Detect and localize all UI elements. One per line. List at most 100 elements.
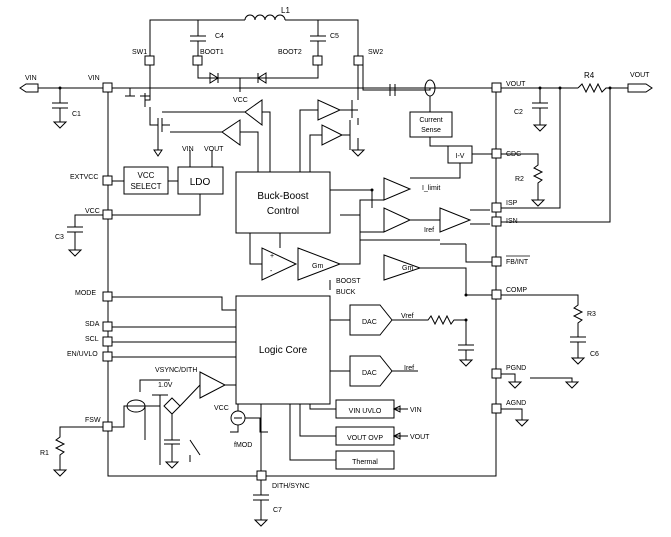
pin-cdc (491, 148, 502, 159)
r3-label: R3 (587, 311, 596, 318)
i-limit-amp (383, 177, 412, 201)
vout-output-arrow (627, 83, 653, 93)
capacitor-c5 (310, 20, 326, 60)
pin-mode (102, 291, 113, 302)
pin-vcc (102, 209, 113, 220)
vin-uvlo-in-label: VIN (410, 407, 422, 414)
one-v-label: 1.0V (158, 382, 173, 389)
gate-driver-3 (317, 99, 342, 121)
r2-label: R2 (515, 176, 524, 183)
pin-boot2 (312, 55, 323, 66)
gm-amp-1 (297, 247, 342, 281)
gm-label-1: Gm (312, 263, 323, 270)
vsync-dith-label: VSYNC/DITH (155, 367, 197, 374)
r1-label: R1 (40, 450, 49, 457)
pin-isp (491, 202, 502, 213)
pin-boot1-label: BOOT1 (200, 49, 224, 56)
buck-boost-control-block (235, 171, 331, 234)
l1-label: L1 (281, 6, 290, 15)
pin-agnd (491, 403, 502, 414)
pin-isn (491, 216, 502, 227)
pin-fsw-label: FSW (85, 417, 101, 424)
gate-driver-4 (321, 124, 344, 146)
logic-core-block (235, 295, 331, 405)
dac-vref (349, 304, 393, 336)
resistor-r4 (577, 82, 628, 94)
pin-isn-label: ISN (506, 218, 518, 225)
c6-label: C6 (590, 351, 599, 358)
iref-label-1: Iref (424, 227, 434, 234)
pin-vout (491, 82, 502, 93)
pin-extvcc-label: EXTVCC (70, 174, 98, 181)
vref-label: Vref (401, 313, 414, 320)
capacitor-c3 (67, 214, 103, 257)
pin-sda-label: SDA (85, 321, 100, 328)
vout-ext-label: VOUT (630, 72, 650, 79)
pin-dith-sync-label: DITH/SYNC (272, 483, 310, 490)
c5-label: C5 (330, 33, 339, 40)
current-sense-block (409, 111, 453, 138)
buck-boost-label-1: Buck-Boost (257, 191, 308, 202)
pin-vin (102, 82, 113, 93)
plus-label-1: + (270, 253, 274, 260)
vcc-fmod-label: VCC (214, 405, 229, 412)
pin-dith-sync (256, 470, 267, 481)
vin-input-arrow (19, 83, 104, 93)
minus-label-1: - (270, 268, 273, 275)
capacitor-c1 (52, 88, 68, 129)
pin-fsw (102, 421, 113, 432)
c7-label: C7 (273, 507, 282, 514)
pin-boot2-label: BOOT2 (278, 49, 302, 56)
pin-vin-label: VIN (88, 75, 100, 82)
iv-label: I-V (456, 153, 465, 160)
pin-en-uvlo-label: EN/UVLO (67, 351, 98, 358)
resistor-r2 (501, 153, 546, 207)
inductor-l1 (149, 14, 359, 60)
pin-pgnd-label: PGND (506, 365, 526, 372)
osc-buffer (199, 371, 227, 399)
logic-core-label: Logic Core (259, 345, 308, 356)
vin-ext-label: VIN (25, 75, 37, 82)
vout-ovp-in-label: VOUT (410, 434, 430, 441)
pin-comp (491, 289, 502, 300)
c1-label: C1 (72, 111, 81, 118)
i-limit-label: I_limit (422, 185, 440, 192)
pin-fb-int-label: FB/INT (506, 259, 529, 266)
vcc-diode-label: VCC (233, 97, 248, 104)
c2-label: C2 (514, 109, 523, 116)
vout-ovp-label: VOUT OVP (347, 435, 383, 442)
boost-label: BOOST (336, 278, 361, 285)
pin-sw2 (353, 55, 364, 66)
capacitor-c2 (532, 88, 548, 132)
gm-amp-2 (383, 254, 422, 281)
resistor-r3-c6 (501, 294, 586, 365)
pin-fb-int (491, 256, 502, 267)
capacitor-c4 (190, 20, 206, 60)
pin-mode-label: MODE (75, 290, 96, 297)
pin-isp-label: ISP (506, 200, 518, 207)
pin-vout-label: VOUT (506, 81, 526, 88)
vcc-select-label-2: SELECT (130, 182, 161, 191)
capacitor-c7 (253, 480, 269, 527)
dac-iref (349, 355, 393, 387)
gate-driver-2 (221, 119, 241, 146)
ldo-label: LDO (190, 177, 211, 188)
pin-scl-label: SCL (85, 336, 99, 343)
pin-comp-label: COMP (506, 287, 527, 294)
pin-agnd-label: AGND (506, 400, 526, 407)
ldo-vout-label: VOUT (204, 146, 224, 153)
iref-label-2: Iref (404, 365, 414, 372)
pin-sw2-label: SW2 (368, 49, 383, 56)
dac-label-1: DAC (362, 319, 377, 326)
dac-label-2: DAC (362, 370, 377, 377)
boot-diodes (197, 65, 319, 92)
dependent-source (163, 397, 181, 415)
r4-label: R4 (584, 71, 595, 80)
current-sense-label-2: Sense (421, 127, 441, 134)
c4-label: C4 (215, 33, 224, 40)
ldo-block (177, 166, 224, 195)
pin-sw1 (144, 55, 155, 66)
thermal-label: Thermal (352, 459, 378, 466)
fmod-label: fMOD (234, 442, 252, 449)
